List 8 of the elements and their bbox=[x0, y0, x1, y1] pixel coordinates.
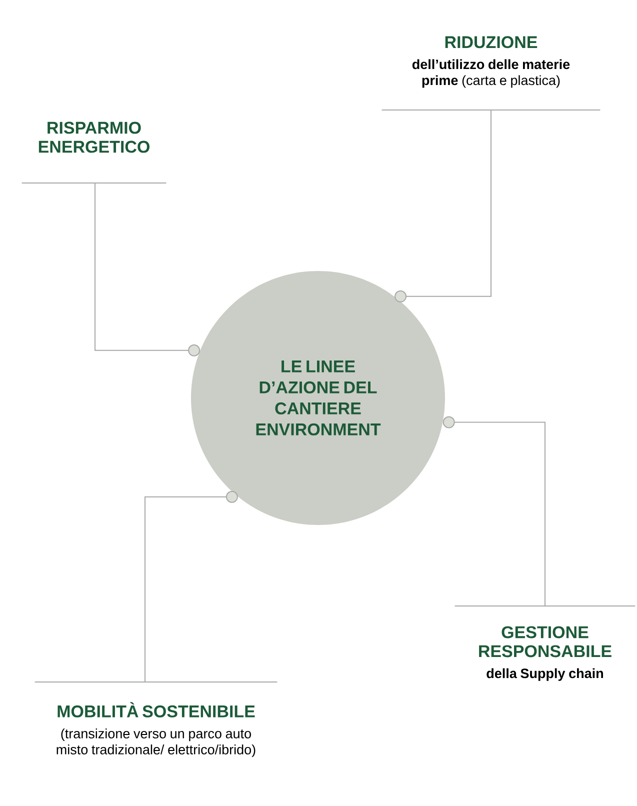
text-block: RISPARMIO ENERGETICO bbox=[21, 122, 167, 184]
text-block: GESTIONE RESPONSABILE della Supply chain bbox=[454, 606, 636, 681]
connector-line bbox=[94, 182, 200, 356]
connector-line bbox=[442, 416, 546, 606]
text-block: MOBILITÀ SOSTENIBILE (transizione verso un parco auto misto tradizionale/ elettrico/ibrido) bbox=[34, 682, 278, 758]
text-block: RIDUZIONE dell’utilizzo delle materie prime (carta e plastica) bbox=[381, 36, 601, 110]
connector-line bbox=[144, 490, 238, 682]
connector-line bbox=[394, 110, 492, 302]
